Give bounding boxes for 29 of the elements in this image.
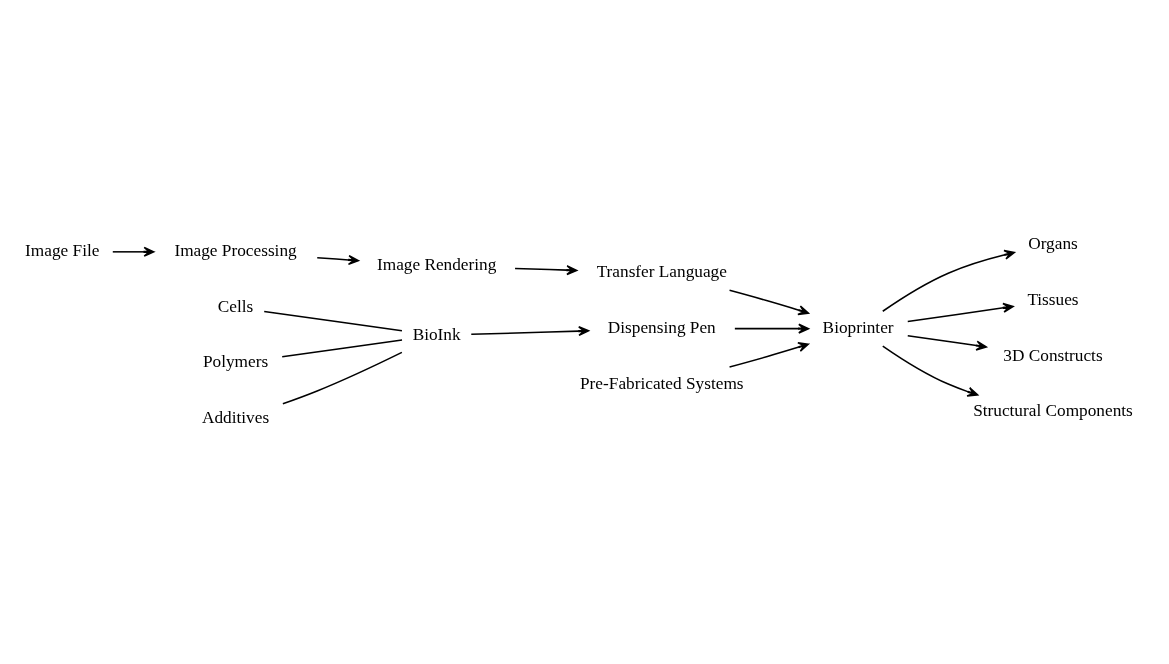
node-text: Tissues <box>1027 290 1079 310</box>
connector <box>263 310 403 332</box>
connector <box>282 351 403 405</box>
arrow <box>112 246 155 257</box>
node-text: Image File <box>25 241 100 261</box>
node-text: 3D Constructs <box>1003 345 1103 365</box>
arrow <box>882 249 1016 312</box>
node-text: Bioprinter <box>822 317 894 337</box>
arrow <box>907 302 1014 323</box>
node-text: Image Processing <box>174 241 297 261</box>
node-text: Organs <box>1028 234 1078 254</box>
arrow <box>882 345 979 397</box>
arrow <box>728 289 810 316</box>
node-text: Additives <box>201 408 270 428</box>
arrow <box>734 323 810 334</box>
node-text: Image Rendering <box>376 255 497 275</box>
node-text: Polymers <box>202 352 269 372</box>
arrow <box>316 254 360 266</box>
node-text: Dispensing Pen <box>607 317 716 337</box>
node-text: Cells <box>217 296 254 316</box>
node-text: Structural Components <box>973 401 1133 421</box>
arrow <box>514 265 578 276</box>
arrow <box>907 334 987 351</box>
node-text: Pre-Fabricated Systems <box>580 373 744 393</box>
node-text: BioInk <box>412 324 461 344</box>
node-text: Transfer Language <box>596 262 727 282</box>
arrow <box>470 326 590 337</box>
connector <box>281 339 403 358</box>
arrow <box>728 342 810 368</box>
